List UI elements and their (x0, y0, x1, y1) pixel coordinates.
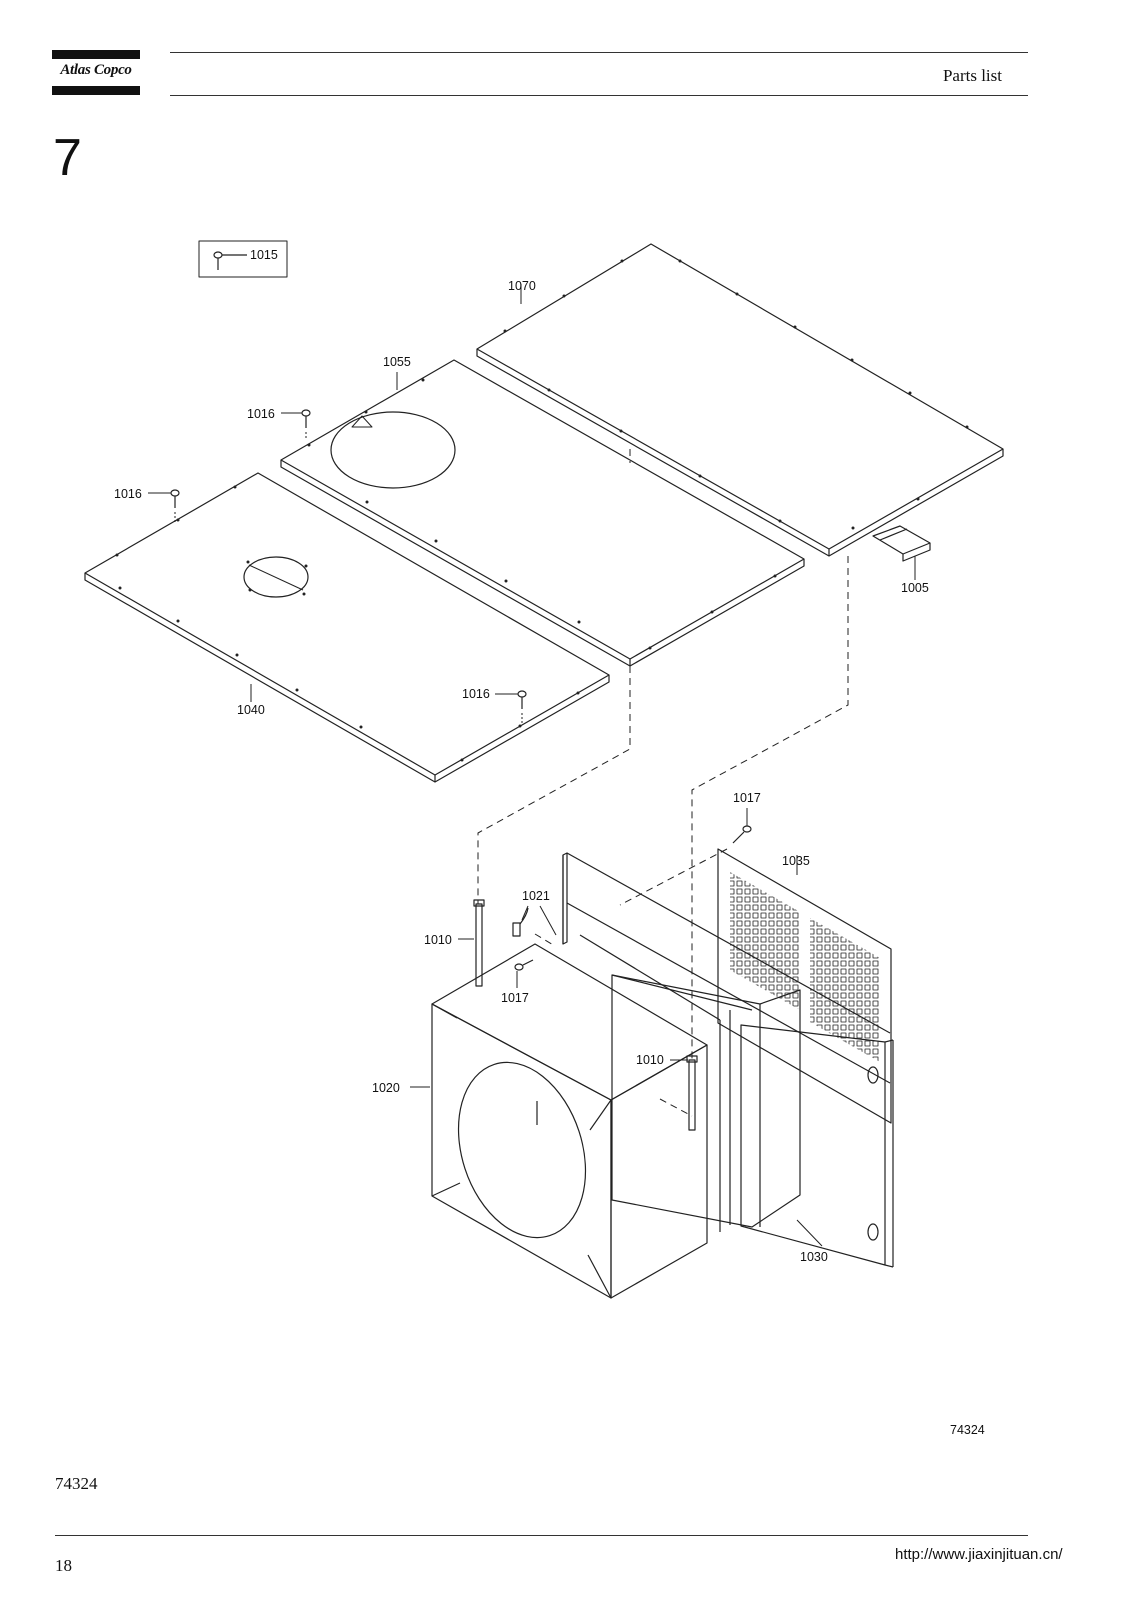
bolt-icon (514, 959, 534, 971)
atlas-copco-logo: Atlas Copco (52, 50, 140, 95)
bolt-icon (301, 409, 311, 428)
drawing-number: 74324 (950, 1423, 985, 1437)
clip-1021 (512, 907, 529, 937)
document-number: 74324 (55, 1474, 98, 1493)
callout-1035: 1035 (782, 854, 810, 868)
callout-1016-a: 1016 (247, 407, 275, 421)
callout-1010-a: 1010 (424, 933, 452, 947)
post-1010-left (473, 899, 485, 987)
callout-1021: 1021 (522, 889, 550, 903)
bolt-icon (213, 251, 223, 270)
callout-1030: 1030 (800, 1250, 828, 1264)
callout-1015: 1015 (250, 248, 278, 262)
callout-1016-b: 1016 (114, 487, 142, 501)
bolt-icon (732, 825, 752, 844)
callout-1020: 1020 (372, 1081, 400, 1095)
section-title: Parts list (942, 66, 1002, 85)
section-number: 7 (53, 129, 82, 187)
callout-1040: 1040 (237, 703, 265, 717)
panel-1040 (84, 472, 610, 783)
callout-1017-a: 1017 (733, 791, 761, 805)
callout-1055: 1055 (383, 355, 411, 369)
footer-rule (55, 1535, 1028, 1536)
bolt-icon (517, 690, 527, 709)
shroud-body (579, 934, 801, 1232)
callout-1016-c: 1016 (462, 687, 490, 701)
post-1010-right (686, 1055, 698, 1131)
page-number: 18 (55, 1556, 72, 1575)
logo-bar-top (52, 50, 140, 59)
logo-bar-bottom (52, 86, 140, 95)
callout-1070: 1070 (508, 279, 536, 293)
source-url[interactable]: http://www.jiaxinjituan.cn/ (895, 1546, 1063, 1563)
panel-1055 (280, 359, 805, 667)
bolt-icon (170, 489, 180, 508)
panel-1070 (476, 243, 1004, 557)
panel-1030 (740, 1024, 894, 1268)
panel-1035 (717, 848, 892, 1124)
header-rule-bottom (170, 95, 1028, 96)
logo-wordmark: Atlas Copco (60, 62, 132, 78)
assembly-guide-lines (477, 449, 849, 1117)
callout-1010-b: 1010 (636, 1053, 664, 1067)
fan-shroud-1020 (431, 943, 708, 1299)
header-rule-top (170, 52, 1028, 53)
rail-1005 (872, 525, 931, 562)
callout-1005: 1005 (901, 581, 929, 595)
bolt-kit-box: 1015 (198, 240, 288, 278)
callout-1017-b: 1017 (501, 991, 529, 1005)
